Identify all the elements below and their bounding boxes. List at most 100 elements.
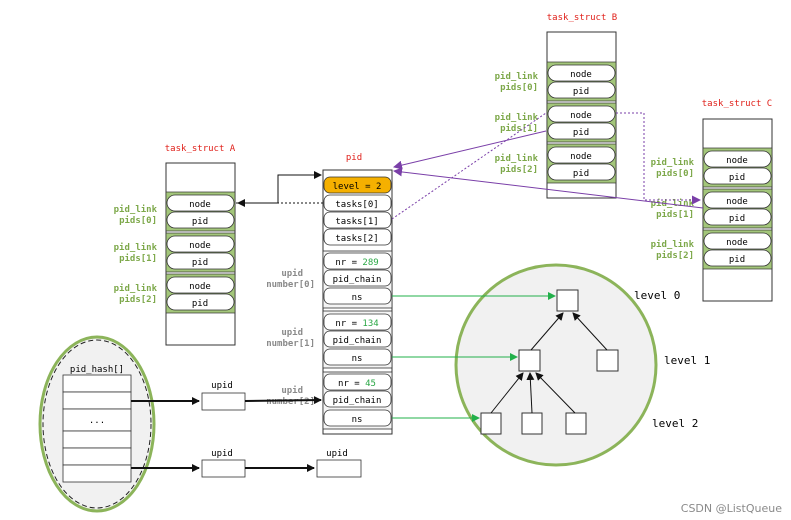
task-b-node-1 [547,105,616,123]
task-b-node-label-2: node [570,152,592,162]
task-a-pids-label-2: pids[2] [119,294,157,305]
task-a-node-label-1: node [189,241,211,251]
pid-number-1-nr-text: nr = 134 [335,319,378,329]
ns-level2-node-a [480,412,502,435]
pid-number-0-chain [323,269,392,287]
task-a-pid-label-0: pid [192,217,208,227]
task-a-pid-1 [166,252,235,270]
connector-taskC-to-pid [393,167,704,209]
task-a-pid-0 [166,211,235,229]
task-c-node-1 [703,191,772,209]
pid-tasks-label-1: tasks[1] [335,217,378,227]
pid-number-0-nr [323,252,392,270]
connector-upid0-to-number2 [244,396,322,405]
task-a-groups: node pid pid_link pids[0] node pid pid_l… [114,191,236,314]
hash-table [62,374,132,483]
pid-number-0-ns [323,287,392,305]
task-c-node-label-2: node [726,238,748,248]
task-a-node-label-0: node [189,200,211,210]
pid-number-2-chain-text: pid_chain [333,396,382,406]
task-a-link-label-1: pid_link [114,242,158,253]
hash-cell-5 [62,464,132,483]
task-c-pid-2 [703,249,772,267]
task-a-node-2 [166,276,235,294]
nr-prefix: nr = [335,258,362,268]
level-2-label: level 2 [652,417,698,430]
task-a-pids-label-0: pids[0] [119,215,157,226]
task-a-pids-label-1: pids[1] [119,253,157,264]
task-c-title: task_struct C [702,99,772,109]
task-b-pids-label-0: pids[0] [500,82,538,93]
task-a-node-1 [166,235,235,253]
task-a-link-label-0: pid_link [114,204,158,215]
task-c-pids-label-1: pids[1] [656,209,694,220]
task-a-title: task_struct A [165,144,236,154]
ns-level2-node-c [565,412,587,435]
tree-edge [535,372,576,414]
hash-upid-label-2: upid [326,449,348,459]
pid-number-1-nr [323,313,392,331]
task-b-node-0 [547,64,616,82]
task-c-pid-label-1: pid [729,214,745,224]
pid-number-1-chain [323,330,392,348]
pid-tasks-2 [323,228,392,246]
pid-level-text: level = 2 [333,182,382,192]
pid-number-1-label: number[1] [266,339,315,349]
hash-upid-label-1: upid [211,449,233,459]
pid-number-0-nr-text: nr = 289 [335,258,378,268]
task-b-link-label-1: pid_link [495,112,539,123]
connector-taskA-to-pid [236,171,322,204]
tree-edge [530,312,564,351]
connector-taskB-to-taskC [616,112,701,205]
pid-level-field [323,176,392,194]
pid-tasks-1 [323,211,392,229]
nr-value: 134 [362,319,378,329]
task-a-node-0 [166,194,235,212]
task-c-node-2 [703,232,772,250]
pid-title: pid [346,153,362,163]
pid-number-1-ns-text: ns [352,354,363,364]
task-b-node-label-1: node [570,111,592,121]
pid-number-0-label: number[0] [266,280,315,290]
pid-number-1-chain-text: pid_chain [333,336,382,346]
hash-circle-inner-dash [42,339,152,509]
connector-taskB-to-pid [393,130,547,170]
task-b-node-label-0: node [570,70,592,80]
nr-value: 289 [362,258,378,268]
task-b-pid-label-0: pid [573,87,589,97]
task-b-link-label-2: pid_link [495,153,539,164]
task-b-title: task_struct B [547,13,617,23]
task-a-node-label-2: node [189,282,211,292]
ns-level1-node-b [596,349,619,372]
task-c-pids-label-2: pids[2] [656,250,694,261]
hash-cell-0 [62,374,132,393]
pid-number-1-ns [323,348,392,366]
task-b-pid-0 [547,81,616,99]
task-c-node-label-1: node [726,197,748,207]
task-b-pids-label-1: pids[1] [500,123,538,134]
nr-prefix: nr = [338,379,365,389]
nr-value: 45 [365,379,376,389]
pid-tasks-label-2: tasks[2] [335,234,378,244]
pid-number-2-nr-text: nr = 45 [338,379,376,389]
task-c-pid-1 [703,208,772,226]
level-1-label: level 1 [664,354,710,367]
pid-number-2-upid-label: upid [281,385,303,396]
ns-circle [454,263,658,467]
pid-number-2-ns-text: ns [352,415,363,425]
hash-upid-box-0 [201,392,246,411]
pid-number-2-nr [323,373,392,391]
hash-cell-3 [62,430,132,449]
ns-level1-node-a [518,349,541,372]
task-a-pid-label-1: pid [192,258,208,268]
nr-prefix: nr = [335,319,362,329]
hash-dots: ... [89,416,105,426]
task-c-pid-label-0: pid [729,173,745,183]
task-c-link-label-1: pid_link [651,198,695,209]
pid-number-0-chain-text: pid_chain [333,275,382,285]
pid-number-0-ns-text: ns [352,293,363,303]
hash-upid-label-0: upid [211,381,233,391]
hash-upid-box-2 [316,459,362,478]
